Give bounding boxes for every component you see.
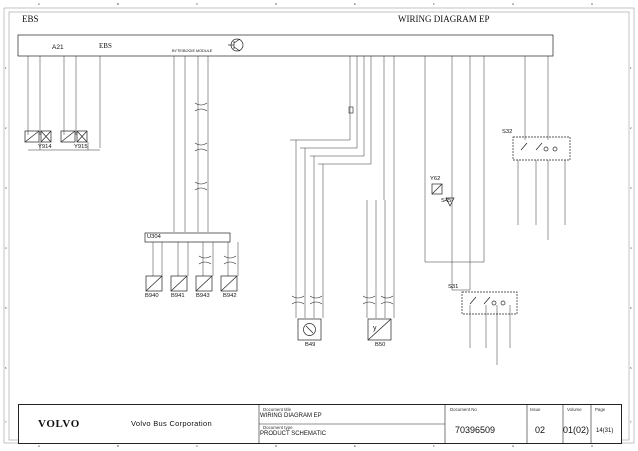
component-label-b943: B943: [196, 293, 210, 299]
col-label-top: B: [117, 2, 119, 6]
row-label-left: 2: [5, 126, 7, 130]
col-label-bottom: F: [433, 444, 435, 448]
twisted-pairs-middle: [291, 295, 394, 305]
row-label-left: 3: [5, 186, 7, 190]
wires-left: [27, 56, 101, 151]
title-block-grid: [258, 405, 592, 443]
row-label-right: 4: [630, 246, 632, 250]
row-label-left: 5: [5, 306, 7, 310]
col-label-top: E: [354, 2, 356, 6]
component-label-s45: S45: [441, 198, 452, 204]
col-label-top: H: [591, 2, 594, 6]
doc-number-label: Document No: [450, 407, 477, 412]
col-label-bottom: B: [117, 444, 119, 448]
valve-y914: [24, 130, 52, 143]
col-label-bottom: C: [196, 444, 199, 448]
sensor-boxes: [145, 275, 238, 292]
wires-right: [424, 56, 566, 365]
row-label-right: 3: [630, 186, 632, 190]
y62-valve: [431, 183, 443, 195]
col-label-top: C: [196, 2, 199, 6]
col-label-top: F: [433, 2, 435, 6]
component-label-b941: B941: [171, 293, 185, 299]
page-value: 14(31): [596, 428, 614, 434]
row-label-left: 7: [5, 420, 7, 424]
volume-label: Volume: [567, 407, 582, 412]
component-label-y915: Y915: [74, 144, 88, 150]
col-label-top: D: [275, 2, 278, 6]
s32-switch: [512, 136, 571, 161]
svg-text:y: y: [373, 325, 377, 332]
issue-label: Issue: [530, 407, 541, 412]
wires-module: [173, 56, 209, 232]
header-right-title: WIRING DIAGRAM EP: [398, 14, 490, 24]
component-label-b940: B940: [145, 293, 159, 299]
col-label-bottom: A: [38, 444, 40, 448]
wires-middle: [290, 56, 395, 318]
page-label: Page: [595, 407, 606, 412]
doc-title: WIRING DIAGRAM EP: [260, 413, 322, 419]
row-label-right: 7: [630, 420, 632, 424]
module-label: BYTE/BOGIE MODULE: [172, 49, 213, 53]
ecu-name: EBS: [99, 42, 112, 50]
row-label-right: 6: [630, 366, 632, 370]
col-label-bottom: D: [275, 444, 278, 448]
col-label-top: A: [38, 2, 40, 6]
component-label-y62: Y62: [430, 176, 441, 182]
row-label-right: 2: [630, 126, 632, 130]
twisted-pairs-sensors: [198, 255, 237, 265]
valve-y915: [60, 130, 88, 143]
ecu-ref: A21: [52, 44, 64, 51]
component-label-s31: S31: [448, 284, 459, 290]
row-label-left: 4: [5, 246, 7, 250]
row-label-right: 1: [630, 66, 632, 70]
component-label-s32: S32: [502, 129, 513, 135]
doc-type-label: Document type: [263, 425, 293, 430]
volume-value: 01(02): [563, 425, 590, 435]
title-block: [18, 404, 622, 444]
col-label-top: G: [512, 2, 515, 6]
component-label-b49: B49: [305, 342, 316, 348]
wires-sensors: [152, 242, 239, 276]
sheet-border-inner: [8, 11, 630, 441]
s31-switch: [461, 291, 518, 315]
component-label-b942: B942: [223, 293, 237, 299]
ecu-box: [17, 34, 554, 57]
component-label-u304: U304: [147, 234, 161, 240]
doc-number: 70396509: [455, 425, 496, 435]
row-label-left: 1: [5, 66, 7, 70]
component-label-y914: Y914: [38, 144, 52, 150]
u304-connector: [144, 232, 231, 243]
component-label-b50: B50: [375, 342, 386, 348]
fuse-symbol: [348, 106, 354, 114]
twisted-pairs-module: [194, 102, 208, 191]
sheet-border-outer: [3, 7, 635, 444]
volvo-logo: VOLVO: [38, 418, 80, 430]
s45-switch: [445, 197, 455, 207]
col-label-bottom: E: [354, 444, 356, 448]
issue-value: 02: [535, 425, 546, 435]
b50-sensor: [367, 318, 392, 341]
row-label-right: 5: [630, 306, 632, 310]
b49-sensor: [297, 318, 322, 341]
col-label-bottom: G: [512, 444, 515, 448]
company-name: Volvo Bus Corporation: [131, 419, 212, 428]
doc-type: PRODUCT SCHEMATIC: [260, 431, 327, 437]
header-left-title: EBS: [22, 14, 39, 24]
transistor-symbol: [228, 38, 244, 52]
row-label-left: 6: [5, 366, 7, 370]
col-label-bottom: H: [591, 444, 594, 448]
doc-title-label: Document title: [263, 407, 292, 412]
